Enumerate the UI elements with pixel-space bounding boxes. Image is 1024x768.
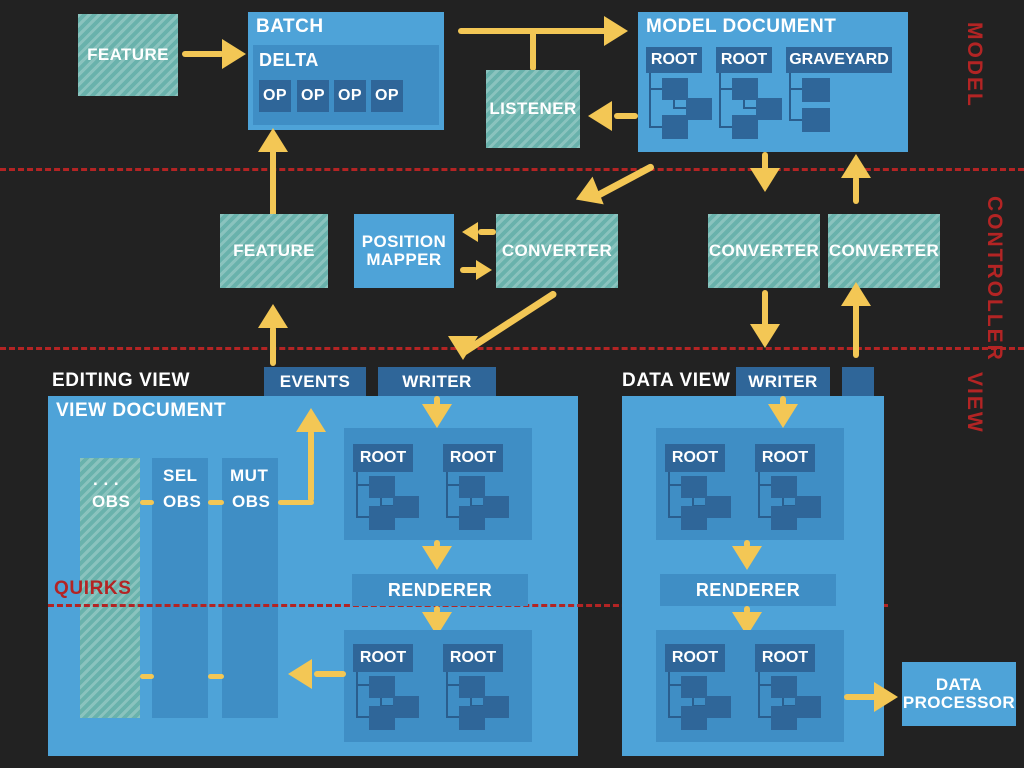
editing-events-tab[interactable]: EVENTS bbox=[264, 367, 366, 396]
observer-other-line2: OBS bbox=[92, 492, 131, 511]
delta-title: DELTA bbox=[259, 50, 319, 70]
editing-view-caption: EDITING VIEW bbox=[52, 370, 191, 391]
op-chip[interactable]: OP bbox=[297, 80, 329, 112]
batch-title: BATCH bbox=[256, 16, 324, 37]
controller-feature-box[interactable]: FEATURE bbox=[220, 214, 328, 288]
op-chip[interactable]: OP bbox=[334, 80, 366, 112]
model-root-chip[interactable]: ROOT bbox=[646, 47, 702, 73]
obs-connector-bottom bbox=[208, 674, 224, 679]
position-mapper-box[interactable]: POSITION MAPPER bbox=[354, 214, 454, 288]
observer-sel-line1: SEL bbox=[163, 466, 198, 485]
observer-sel-line2: OBS bbox=[163, 492, 202, 511]
editing-renderer-box[interactable]: RENDERER bbox=[352, 574, 528, 606]
data-processor-line2: PROCESSOR bbox=[902, 693, 1016, 712]
op-chip[interactable]: OP bbox=[371, 80, 403, 112]
op-chip[interactable]: OP bbox=[259, 80, 291, 112]
data-lower-root-chip[interactable]: ROOT bbox=[755, 644, 815, 672]
obs-connector bbox=[208, 500, 224, 505]
obs-connector bbox=[140, 500, 154, 505]
zone-label-controller: CONTROLLER bbox=[983, 196, 1006, 362]
observer-other-line1: . . . bbox=[93, 470, 120, 489]
observer-mut-line1: MUT bbox=[230, 466, 269, 485]
converter-mid-box[interactable]: CONVERTER bbox=[496, 214, 618, 288]
model-document-title: MODEL DOCUMENT bbox=[646, 16, 837, 37]
view-document-title: VIEW DOCUMENT bbox=[56, 400, 227, 421]
model-feature-box[interactable]: FEATURE bbox=[78, 14, 178, 96]
observer-mut-line2: OBS bbox=[232, 492, 271, 511]
editing-writer-tab[interactable]: WRITER bbox=[378, 367, 496, 396]
data-lower-root-chip[interactable]: ROOT bbox=[665, 644, 725, 672]
obs-to-events-shaft bbox=[308, 430, 314, 502]
editing-upper-root-chip[interactable]: ROOT bbox=[443, 444, 503, 472]
data-renderer-box[interactable]: RENDERER bbox=[660, 574, 836, 606]
converter-right-b-box[interactable]: CONVERTER bbox=[828, 214, 940, 288]
obs-connector bbox=[278, 500, 314, 505]
position-mapper-line2: MAPPER bbox=[366, 250, 442, 269]
observer-column-sel[interactable] bbox=[152, 458, 208, 718]
observer-column-mut[interactable] bbox=[222, 458, 278, 718]
data-view-caption: DATA VIEW bbox=[622, 370, 731, 391]
separator-controller-view bbox=[0, 347, 1024, 350]
data-upper-root-chip[interactable]: ROOT bbox=[665, 444, 725, 472]
editing-lower-root-chip[interactable]: ROOT bbox=[353, 644, 413, 672]
editing-lower-root-chip[interactable]: ROOT bbox=[443, 644, 503, 672]
obs-to-events-head bbox=[296, 408, 326, 432]
zone-label-view: VIEW bbox=[963, 372, 986, 434]
separator-model-controller bbox=[0, 168, 1024, 171]
data-upper-root-chip[interactable]: ROOT bbox=[755, 444, 815, 472]
data-processor-line1: DATA bbox=[935, 675, 983, 695]
position-mapper-line1: POSITION bbox=[361, 232, 447, 252]
model-root-chip[interactable]: ROOT bbox=[716, 47, 772, 73]
editing-upper-root-chip[interactable]: ROOT bbox=[353, 444, 413, 472]
data-writer-tab[interactable]: WRITER bbox=[736, 367, 830, 396]
obs-connector-bottom bbox=[140, 674, 154, 679]
zone-label-model: MODEL bbox=[963, 22, 986, 108]
observer-column-other[interactable] bbox=[80, 458, 140, 718]
converter-right-a-box[interactable]: CONVERTER bbox=[708, 214, 820, 288]
model-graveyard-chip[interactable]: GRAVEYARD bbox=[786, 47, 892, 73]
listener-box[interactable]: LISTENER bbox=[486, 70, 580, 148]
data-extra-tab[interactable] bbox=[842, 367, 874, 396]
quirks-label: QUIRKS bbox=[54, 578, 132, 599]
data-processor-box[interactable]: DATA PROCESSOR bbox=[902, 662, 1016, 726]
